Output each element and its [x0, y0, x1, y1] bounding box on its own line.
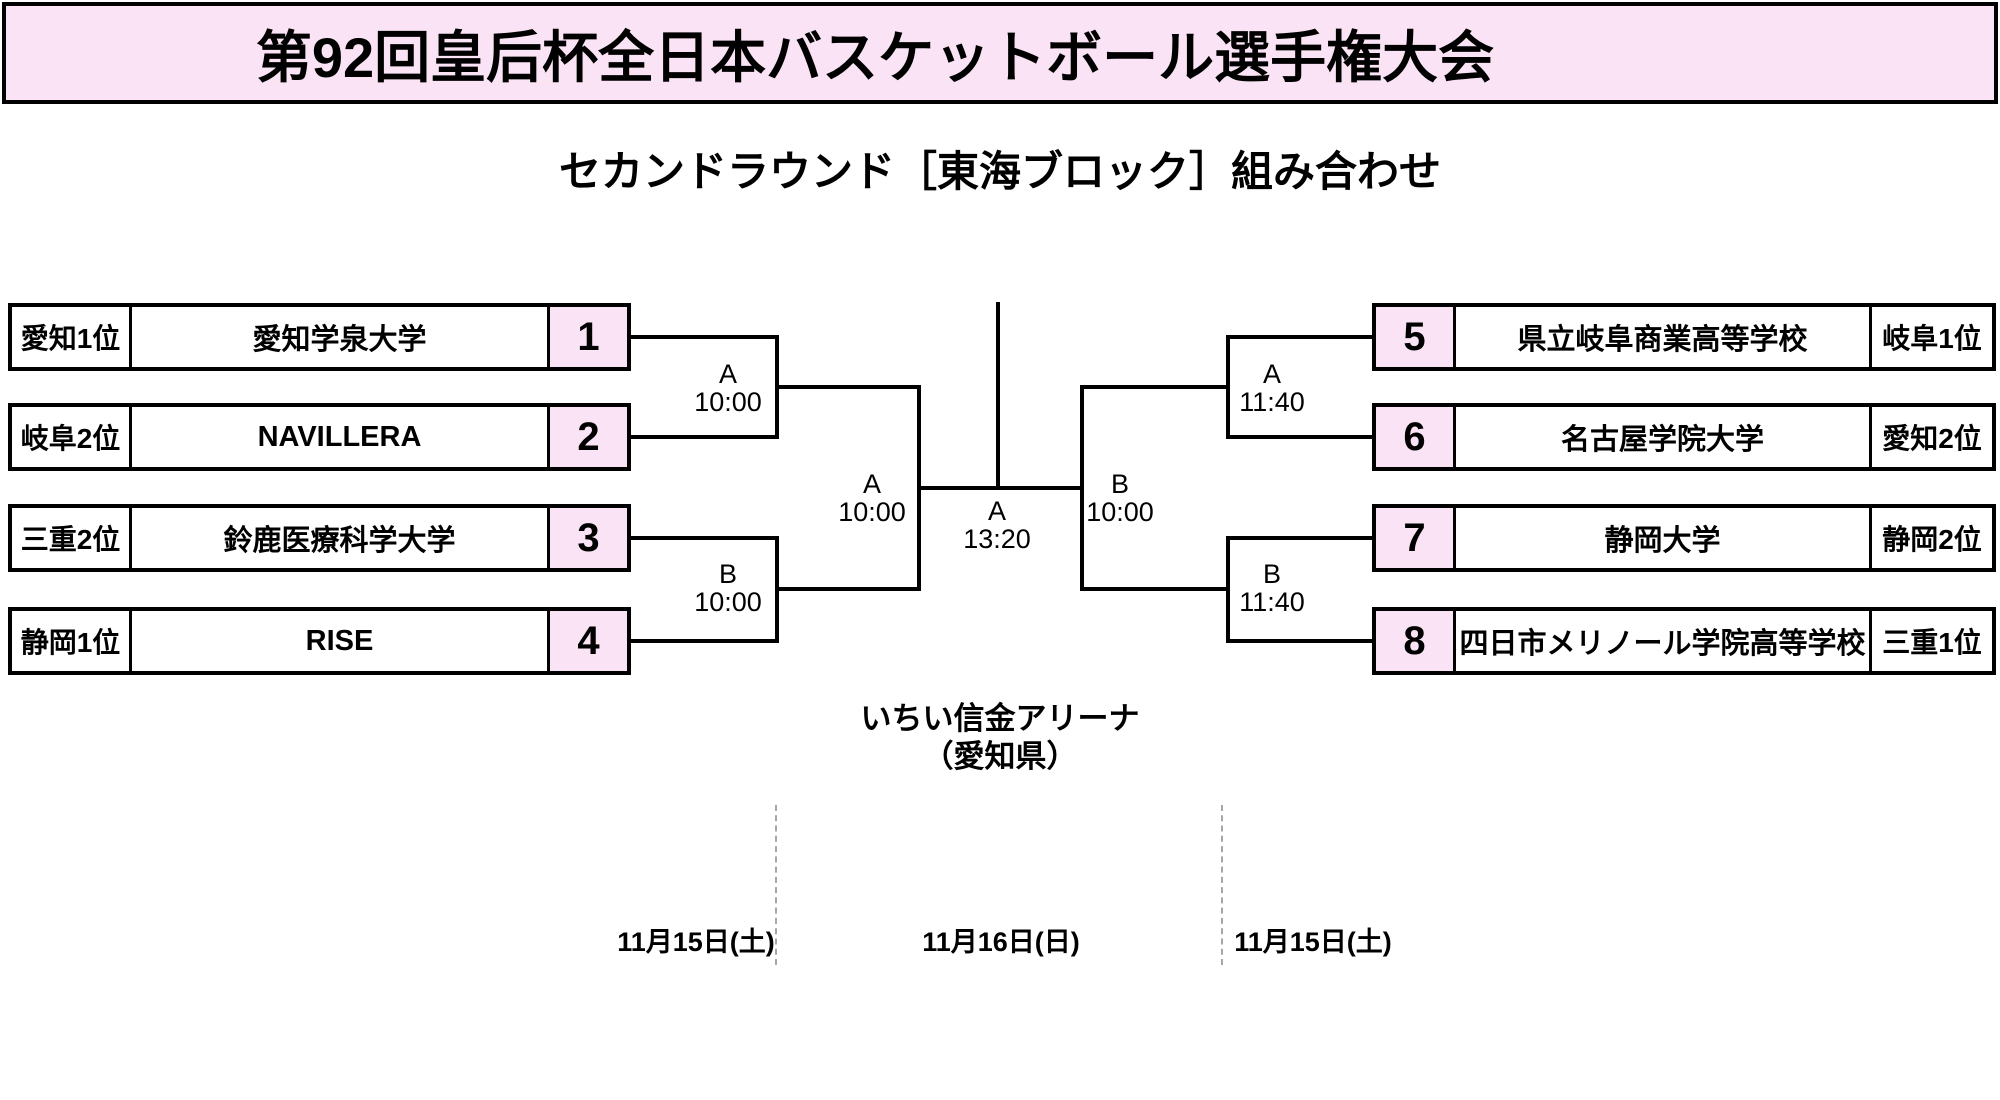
team-name: NAVILLERA — [257, 420, 422, 453]
schedule-date-center: 11月16日(日) — [922, 927, 1080, 957]
tournament-title-banner: 第92回皇后杯全日本バスケットボール選手権大会 — [2, 2, 1998, 104]
team-name: 四日市メリノール学院高等学校 — [1459, 628, 1866, 660]
draw-number: 8 — [1376, 611, 1456, 671]
connector-join-right-qf-bottom — [1226, 536, 1230, 643]
schedule-divider-left — [775, 805, 777, 965]
connector-join-right-sf — [1080, 385, 1084, 591]
team-name: 県立岐阜商業高等学校 — [1517, 324, 1808, 356]
page-title: 第92回皇后杯全日本バスケットボール選手権大会 — [255, 25, 1495, 89]
team-name: RISE — [305, 624, 374, 657]
match-court: A — [987, 496, 1006, 526]
match-court: A — [1262, 359, 1281, 389]
draw-number: 7 — [1376, 508, 1456, 568]
venue: いちい信金アリーナ （愛知県） — [0, 700, 2000, 776]
draw-number: 1 — [547, 307, 627, 367]
draw-number: 6 — [1376, 407, 1456, 467]
match-time: 10:00 — [838, 497, 906, 527]
team-box-5: 5 県立岐阜商業高等学校 岐阜1位 — [1372, 303, 1996, 371]
team-name: 愛知学泉大学 — [252, 324, 427, 356]
connector-out-left-qf-bottom — [775, 587, 921, 591]
match-time: 11:40 — [1239, 587, 1305, 617]
connector-stub-team5 — [1226, 335, 1372, 339]
match-court: B — [1262, 559, 1281, 589]
connector-stub-team8 — [1226, 639, 1372, 643]
seed-label: 静岡2位 — [1869, 508, 1992, 568]
match-time: 13:20 — [963, 524, 1031, 554]
match-court: B — [718, 559, 737, 589]
seed-label: 三重1位 — [1869, 611, 1992, 671]
draw-number: 2 — [547, 407, 627, 467]
draw-number: 4 — [547, 611, 627, 671]
schedule-divider-right — [1221, 805, 1223, 965]
team-box-3: 三重2位 鈴鹿医療科学大学 3 — [8, 504, 631, 572]
match-time: 10:00 — [1086, 497, 1154, 527]
match-label-right-qf-top: A 11:40 — [1202, 360, 1342, 416]
team-box-4: 静岡1位 RISE 4 — [8, 607, 631, 675]
match-time: 11:40 — [1239, 387, 1305, 417]
seed-label: 愛知2位 — [1869, 407, 1992, 467]
connector-stub-team2 — [631, 435, 779, 439]
match-court: A — [862, 469, 881, 499]
match-label-right-qf-bottom: B 11:40 — [1202, 560, 1342, 616]
match-label-right-sf: B 10:00 — [1050, 470, 1190, 526]
schedule-date-right: 11月15日(土) — [1234, 927, 1392, 957]
connector-out-right-qf-bottom — [1080, 587, 1230, 591]
connector-out-right-qf-top — [1080, 385, 1230, 389]
team-name: 名古屋学院大学 — [1560, 424, 1764, 456]
match-label-final: A 13:20 — [927, 497, 1067, 553]
connector-out-left-qf-top — [775, 385, 921, 389]
team-box-8: 8 四日市メリノール学院高等学校 三重1位 — [1372, 607, 1996, 675]
connector-final-line — [917, 486, 1084, 490]
match-court: B — [1110, 469, 1129, 499]
seed-label: 三重2位 — [12, 508, 132, 568]
schedule-date-left: 11月15日(土) — [617, 927, 775, 957]
venue-name: いちい信金アリーナ — [860, 701, 1140, 736]
team-box-1: 愛知1位 愛知学泉大学 1 — [8, 303, 631, 371]
team-box-6: 6 名古屋学院大学 愛知2位 — [1372, 403, 1996, 471]
match-label-left-qf-top: A 10:00 — [658, 360, 798, 416]
team-name: 鈴鹿医療科学大学 — [223, 525, 456, 557]
match-label-left-sf: A 10:00 — [802, 470, 942, 526]
seed-label: 静岡1位 — [12, 611, 132, 671]
match-court: A — [718, 359, 737, 389]
seed-label: 岐阜2位 — [12, 407, 132, 467]
connector-stub-team1 — [631, 335, 779, 339]
team-name: 静岡大学 — [1604, 525, 1721, 557]
seed-label: 岐阜1位 — [1869, 307, 1992, 367]
venue-prefecture: （愛知県） — [922, 739, 1078, 774]
team-box-7: 7 静岡大学 静岡2位 — [1372, 504, 1996, 572]
match-label-left-qf-bottom: B 10:00 — [658, 560, 798, 616]
match-time: 10:00 — [694, 587, 762, 617]
match-time: 10:00 — [694, 387, 762, 417]
connector-champion-line — [996, 302, 1000, 490]
draw-number: 3 — [547, 508, 627, 568]
round-subtitle: セカンドラウンド［東海ブロック］組み合わせ — [558, 148, 1441, 195]
seed-label: 愛知1位 — [12, 307, 132, 367]
connector-stub-team6 — [1226, 435, 1372, 439]
draw-number: 5 — [1376, 307, 1456, 367]
connector-stub-team4 — [631, 639, 779, 643]
connector-join-right-qf-top — [1226, 335, 1230, 439]
connector-stub-team7 — [1226, 536, 1372, 540]
connector-stub-team3 — [631, 536, 779, 540]
team-box-2: 岐阜2位 NAVILLERA 2 — [8, 403, 631, 471]
